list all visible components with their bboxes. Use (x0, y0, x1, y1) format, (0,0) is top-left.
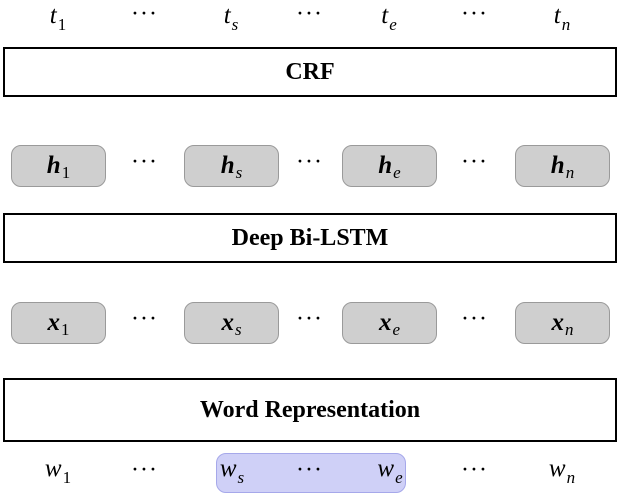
word-wn: wn (548, 455, 576, 487)
tag-tn: tn (553, 2, 571, 34)
ellipsis: ··· (131, 307, 159, 332)
ellipsis: ··· (296, 307, 324, 332)
word-ws: ws (219, 455, 245, 487)
ellipsis: ··· (461, 458, 489, 483)
bilstm-layer: Deep Bi-LSTM (3, 213, 617, 263)
ellipsis: ··· (461, 150, 489, 175)
tag-ts: ts (223, 2, 239, 34)
word-w1: w1 (44, 455, 72, 487)
word-representation-layer: Word Representation (3, 378, 617, 442)
word-we: we (377, 455, 403, 487)
span-highlight (216, 453, 406, 493)
ellipsis: ··· (296, 2, 324, 27)
ellipsis: ··· (461, 2, 489, 27)
crf-layer: CRF (3, 47, 617, 97)
ellipsis: ··· (131, 2, 159, 27)
word-representation-label: Word Representation (199, 396, 421, 423)
bilstm-label: Deep Bi-LSTM (231, 224, 389, 251)
tag-te: te (381, 2, 397, 34)
ellipsis: ··· (296, 150, 324, 175)
tag-t1: t1 (49, 2, 67, 34)
ellipsis: ··· (461, 307, 489, 332)
ellipsis: ··· (131, 458, 159, 483)
ellipsis: ··· (296, 458, 324, 483)
crf-label: CRF (285, 58, 335, 85)
ellipsis: ··· (131, 150, 159, 175)
